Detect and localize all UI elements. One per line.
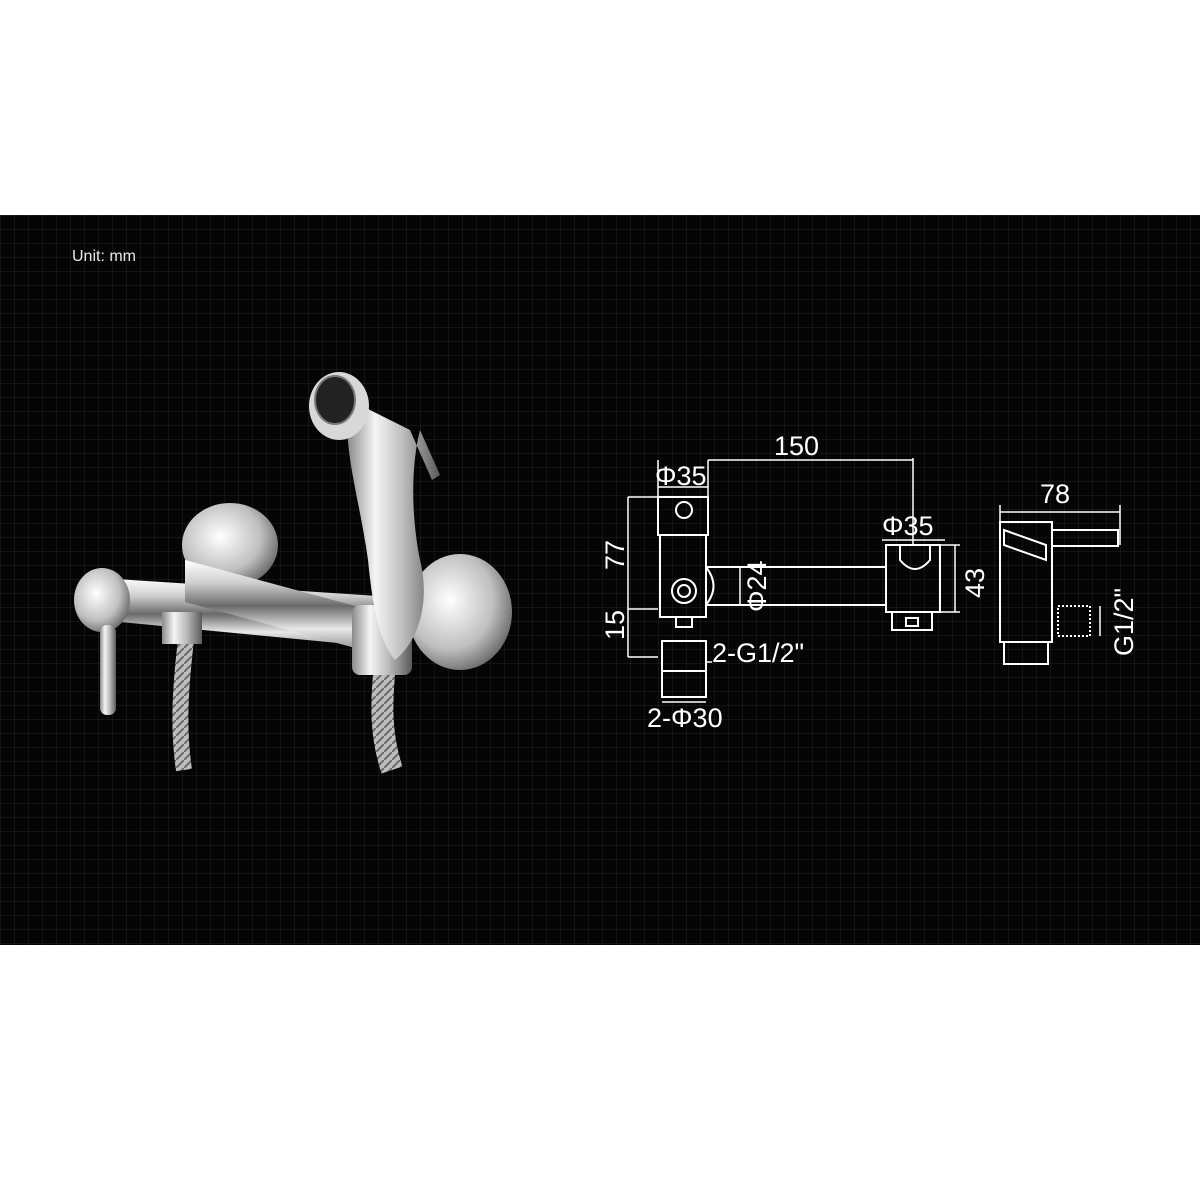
dim-thread-outlet: G1/2"	[1109, 588, 1139, 656]
body-port-inner	[677, 584, 691, 598]
inlet-stub-top	[675, 616, 693, 628]
dimension-labels: 150 Φ35 Φ35 Φ24 77 15 43 2-G1/2" 2-Φ30 7…	[600, 431, 1139, 733]
dim-diameter-pipe: Φ24	[742, 560, 772, 612]
unit-label: Unit: mm	[72, 248, 136, 265]
holder-screw	[905, 617, 919, 627]
dim-height-holder: 43	[960, 568, 990, 598]
side-outlet	[1057, 605, 1091, 637]
side-lever	[1051, 529, 1119, 547]
dim-flange-diameter: 2-Φ30	[647, 703, 723, 733]
dim-thread-inlets: 2-G1/2"	[712, 638, 804, 668]
dim-span: 150	[774, 431, 819, 461]
dim-diameter-holder: Φ35	[882, 511, 934, 541]
sprayer-handle	[347, 400, 440, 660]
front-view-drawing	[627, 458, 960, 703]
faucet-arm	[185, 560, 370, 652]
inlet-hose	[172, 639, 194, 772]
dim-diameter-body: Φ35	[655, 461, 707, 491]
faucet-photo	[74, 372, 512, 774]
sprayer-nozzle	[315, 376, 355, 424]
front-cap	[74, 568, 130, 632]
lever-handle	[100, 625, 116, 715]
dim-height-body: 77	[600, 540, 630, 570]
side-cap	[1003, 528, 1047, 562]
inlet-flange	[661, 670, 707, 698]
wall-flange-right	[408, 554, 512, 670]
side-base	[1003, 641, 1049, 665]
body-port	[671, 578, 697, 604]
side-body	[999, 521, 1053, 643]
inlet-nut	[162, 612, 202, 644]
sprayer-nozzle-ring	[314, 375, 356, 425]
body-column	[659, 534, 707, 618]
pipe-joint-left	[705, 566, 715, 606]
holder-base	[891, 611, 933, 631]
side-view-drawing	[999, 505, 1121, 665]
sprayer-hose	[371, 663, 403, 774]
dim-depth: 78	[1040, 479, 1070, 509]
dim-height-bottom: 15	[600, 610, 630, 640]
holder-cradle	[899, 545, 931, 570]
body-top-port	[675, 501, 693, 519]
holder-outline	[885, 544, 941, 613]
inlet-stub	[661, 640, 707, 672]
